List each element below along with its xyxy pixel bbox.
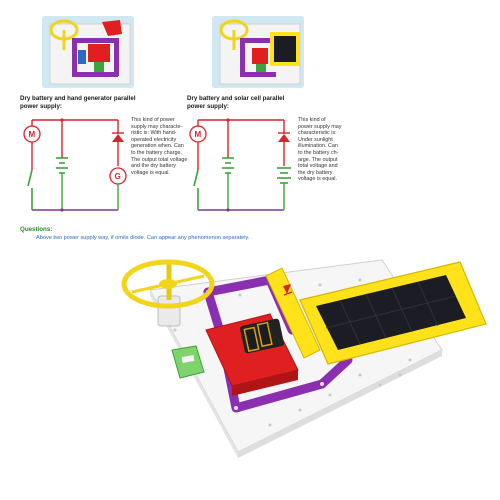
desc-line: operated electricity xyxy=(131,136,177,143)
questions-text: Above two power supply way, if omits dio… xyxy=(36,235,250,241)
desc-line: to the battery ch- xyxy=(298,149,339,156)
panel-title: Dry battery and solar cell parallel powe… xyxy=(187,95,407,110)
desc-line: voltage is equal. xyxy=(131,169,170,176)
panel-title: Dry battery and hand generator parallel … xyxy=(20,95,240,110)
desc-line: This kind of power xyxy=(131,117,175,123)
panel-solar-cell: Dry battery and solar cell parallel powe… xyxy=(187,0,500,220)
desc-line: power supply may xyxy=(298,123,342,130)
circuit-kit-photo xyxy=(121,259,487,458)
svg-text:M: M xyxy=(195,130,202,139)
kit-thumbnail-right xyxy=(212,16,304,88)
panel-description: This kind of power supply may characteri… xyxy=(298,117,378,183)
desc-line: to the battery charge. xyxy=(131,149,182,156)
questions-section: Questions: Above two power supply way, i… xyxy=(20,226,490,241)
desc-line: voltage is equal. xyxy=(298,176,337,183)
panel-hand-generator: Dry battery and hand generator parallel … xyxy=(0,0,250,220)
desc-line: Under sunlight xyxy=(298,136,333,143)
questions-label: Questions: xyxy=(20,226,53,233)
panel-description: This kind of power supply may characte- … xyxy=(131,117,221,176)
solar-panel xyxy=(299,261,487,365)
desc-line: and the dry battery xyxy=(131,163,176,170)
panel-title-line1: Dry battery and hand generator parallel xyxy=(20,95,136,102)
schematic-hand-generator: M G xyxy=(23,118,127,212)
kit-thumbnail-left xyxy=(42,16,134,88)
desc-line: generation when. Can xyxy=(131,143,184,150)
svg-text:M: M xyxy=(29,130,36,139)
panel-title-line2: power supply: xyxy=(187,102,229,110)
desc-line: arge. The output xyxy=(298,156,338,163)
desc-line: illumination. Can xyxy=(298,143,338,150)
battery-holder xyxy=(205,313,299,396)
desc-line: ristic is: With hand- xyxy=(131,130,177,137)
desc-line: supply may characte- xyxy=(131,123,183,130)
schematic-solar-cell: M xyxy=(189,118,291,212)
motor-propeller xyxy=(121,259,215,327)
desc-line: total voltage and xyxy=(298,163,338,170)
desc-line: The output total voltage xyxy=(131,156,188,163)
panel-title-line2: power supply: xyxy=(20,102,62,110)
desc-line: the dry battery xyxy=(298,169,333,176)
desc-line: This kind of xyxy=(298,117,326,123)
desc-line: characteristic is: xyxy=(298,130,337,137)
panel-title-line1: Dry battery and solar cell parallel xyxy=(187,95,285,102)
svg-text:G: G xyxy=(115,172,121,181)
